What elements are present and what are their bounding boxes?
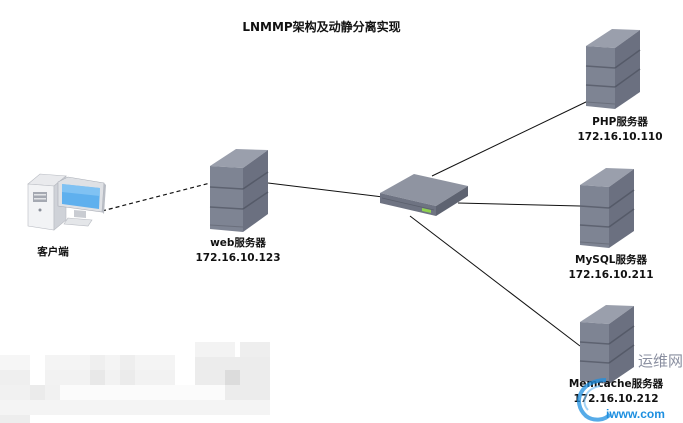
client-computer-icon [27,173,106,231]
web-server-icon [209,149,269,232]
edge-web-switch [267,182,384,198]
diagram-title-text: LNMMP架构及动静分离实现 [242,20,401,34]
network-switch-icon [380,174,468,216]
php-server-label: PHP服务器 172.16.10.110 [565,115,675,145]
memcache-server-label: Memcache服务器 172.16.10.212 [556,377,676,407]
mysql-server-label: MySQL服务器 172.16.10.211 [556,253,666,283]
memcache-server-icon [579,305,635,384]
web-server-ip: 172.16.10.123 [195,252,281,264]
watermark-text-en: iwww.com [606,407,665,421]
mysql-server-ip: 172.16.10.211 [568,269,654,281]
diagram-title: LNMMP架构及动静分离实现 [0,18,683,35]
client-label: 客户端 [28,245,78,260]
php-server-icon [585,29,641,109]
switch-led [422,208,431,213]
edge-switch-mysql [457,202,581,207]
web-server-name: web服务器 [210,237,266,249]
web-server-label: web服务器 172.16.10.123 [188,236,288,266]
mysql-server-icon [579,168,635,248]
php-server-ip: 172.16.10.110 [577,131,663,143]
edge-switch-php [431,100,589,177]
watermark-text-cn: 运维网 [638,352,683,370]
php-server-name: PHP服务器 [592,116,648,128]
watermark-swirl-icon [576,378,612,422]
memcache-server-ip: 172.16.10.212 [573,393,659,405]
edge-client-web [101,182,211,212]
edge-switch-memcache [409,215,581,347]
mysql-server-name: MySQL服务器 [575,254,647,266]
client-name: 客户端 [37,246,69,258]
blurred-mosaic-region [0,340,290,423]
